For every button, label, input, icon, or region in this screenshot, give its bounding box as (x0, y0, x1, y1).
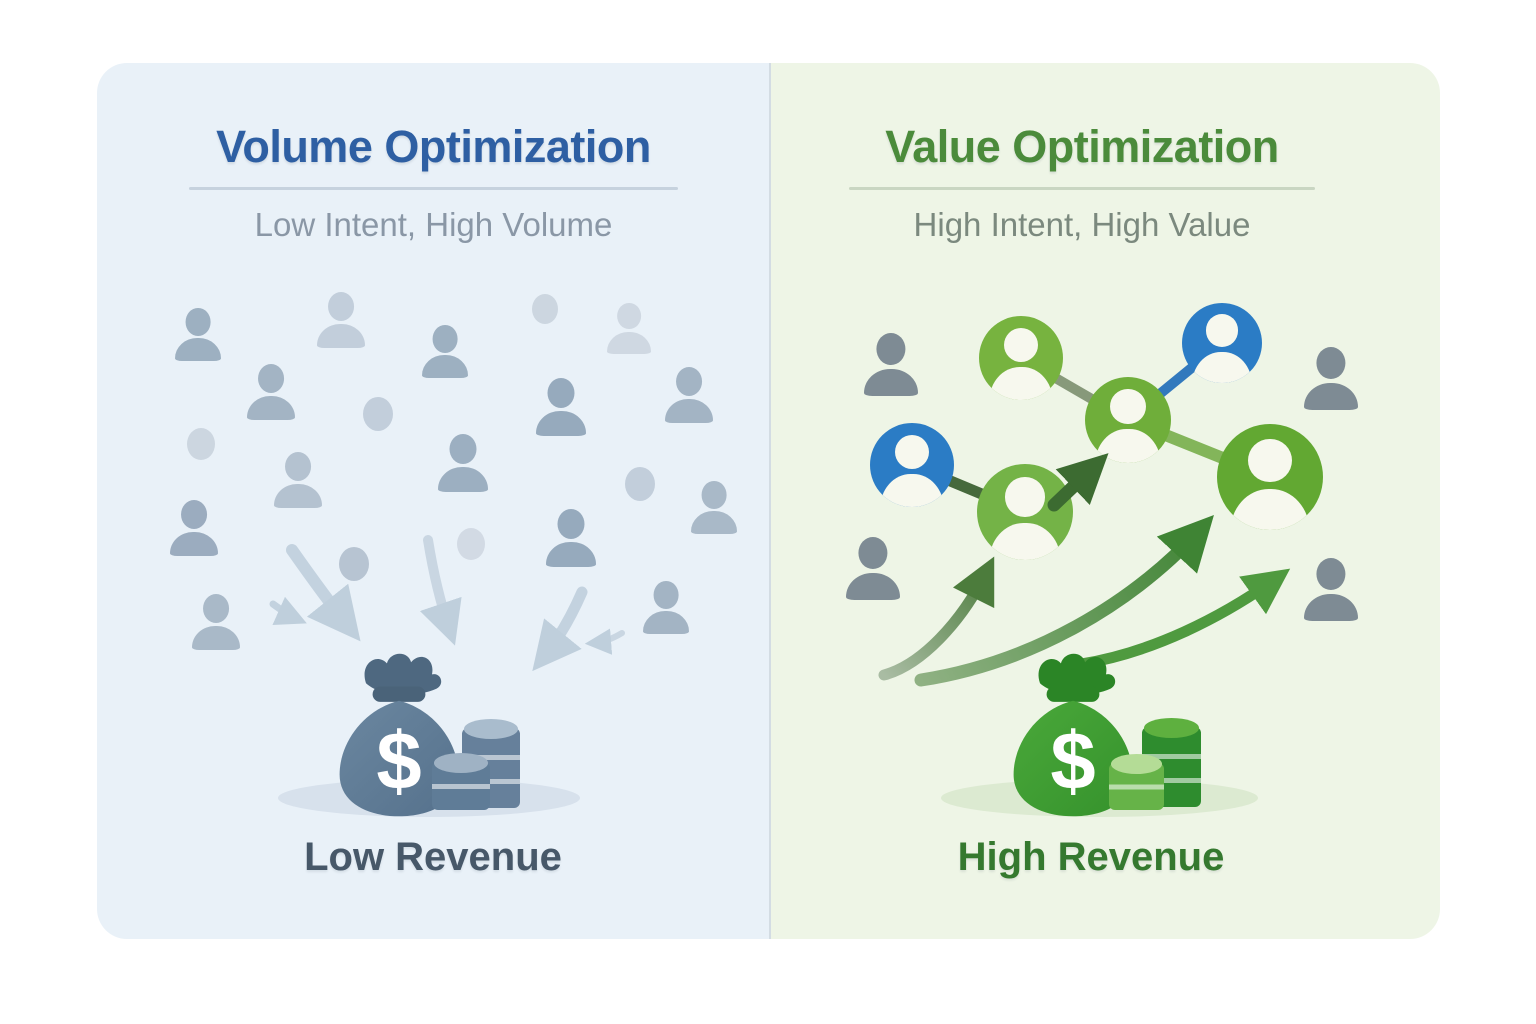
person-head-icon (457, 528, 485, 560)
person-icon (175, 308, 221, 362)
comparison-card: Volume Optimization Low Intent, High Vol… (97, 63, 1440, 939)
avatar-node-icon (1085, 377, 1171, 463)
ground-shadow (278, 779, 580, 817)
avatar-node-icon (1182, 303, 1262, 383)
person-icon (247, 364, 295, 420)
value-panel: Value Optimization High Intent, High Val… (769, 63, 1440, 939)
avatar-node-icon (1217, 424, 1323, 530)
person-icon (846, 537, 900, 600)
coin-stack-icon (1109, 754, 1164, 810)
person-icon (864, 333, 918, 396)
value-subtitle: High Intent, High Value (913, 206, 1251, 243)
volume-caption: Low Revenue (304, 835, 562, 879)
person-icon (438, 434, 488, 492)
volume-subtitle: Low Intent, High Volume (254, 206, 613, 243)
avatar-node-icon (870, 423, 954, 507)
person-icon (546, 509, 596, 567)
avatar-node-icon (979, 316, 1063, 400)
funnel-arrow-icon (269, 596, 307, 625)
person-head-icon (532, 294, 558, 324)
person-icon (170, 500, 218, 556)
coin-stack-icon (432, 753, 490, 810)
person-icon (422, 325, 468, 379)
ground-shadow (941, 779, 1258, 817)
person-icon (1304, 558, 1358, 621)
value-title-underline (849, 187, 1315, 190)
funnel-arrow-icon (532, 586, 588, 672)
person-head-icon (339, 547, 369, 581)
value-caption: High Revenue (957, 835, 1225, 879)
person-icon (536, 378, 586, 436)
growth-arrow-icon (914, 514, 1214, 687)
person-head-icon (187, 428, 215, 460)
value-title: Value Optimization (885, 121, 1279, 172)
growth-arrow-icon (1075, 568, 1291, 670)
person-icon (691, 481, 737, 535)
volume-title: Volume Optimization (216, 121, 651, 172)
person-icon (192, 594, 240, 650)
avatar-node-icon (977, 464, 1073, 560)
person-icon (1304, 347, 1358, 410)
person-icon (274, 452, 322, 508)
volume-header: Volume Optimization Low Intent, High Vol… (97, 63, 770, 243)
person-icon (317, 292, 365, 348)
value-header: Value Optimization High Intent, High Val… (771, 63, 1393, 243)
volume-title-underline (189, 187, 678, 190)
person-icon (643, 581, 689, 635)
person-icon (607, 303, 651, 355)
volume-panel: Volume Optimization Low Intent, High Vol… (97, 63, 769, 939)
person-head-icon (625, 467, 655, 501)
person-icon (665, 367, 713, 423)
funnel-arrow-icon (419, 535, 462, 646)
person-head-icon (363, 397, 393, 431)
funnel-arrow-icon (584, 628, 625, 655)
